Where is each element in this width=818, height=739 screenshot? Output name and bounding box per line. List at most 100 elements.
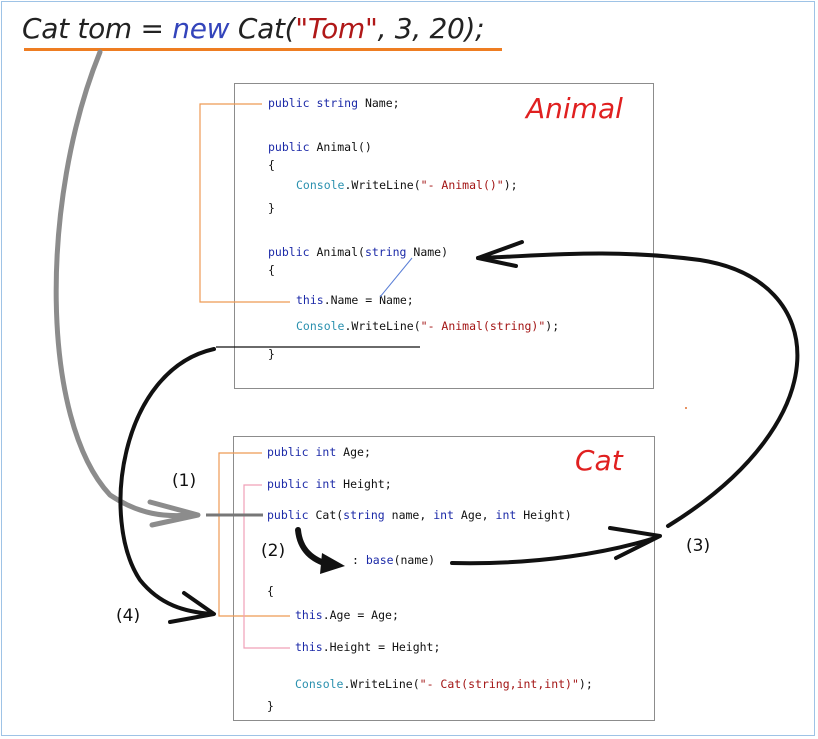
code-token: }	[268, 201, 275, 215]
up-to-animal-ctor-arrowhead	[476, 240, 524, 268]
animal-line: public Animal(string Name)	[268, 245, 448, 259]
code-token: Height)	[516, 508, 572, 522]
headline-var: tom =	[68, 12, 173, 45]
code-token: );	[578, 677, 593, 691]
cat-class-box	[233, 436, 655, 721]
code-token: }	[267, 699, 274, 713]
code-token: :	[352, 553, 366, 567]
animal-line: }	[268, 201, 275, 215]
code-token: .Name = Name;	[323, 293, 414, 307]
code-token: int	[433, 508, 454, 522]
code-token: Console	[296, 178, 345, 192]
code-token: "- Animal(string)"	[420, 319, 546, 333]
cat-line: this.Height = Height;	[295, 640, 440, 654]
code-token: );	[545, 319, 560, 333]
code-token: (name)	[393, 553, 436, 567]
code-token: public	[267, 477, 316, 491]
up-to-animal-ctor-arrow	[476, 251, 800, 528]
animal-line: this.Name = Name;	[296, 293, 414, 307]
headline-string-arg: "Tom"	[295, 12, 378, 45]
code-token: .Height = Height;	[322, 640, 441, 654]
code-token: public	[267, 445, 316, 459]
cat-line: public int Height;	[267, 477, 392, 491]
code-token: "- Cat(string,int,int)"	[419, 677, 579, 691]
code-token: "- Animal()"	[420, 178, 504, 192]
code-token: public	[268, 245, 317, 259]
cat-line: : base(name)	[352, 553, 435, 567]
code-token: this	[295, 608, 323, 622]
code-token: Animal(	[316, 245, 365, 259]
code-token: this	[296, 293, 324, 307]
code-token: public	[267, 508, 316, 522]
animal-class-box	[234, 83, 654, 389]
code-token: int	[315, 445, 337, 459]
step-label-2: (2)	[261, 541, 286, 561]
animal-line: {	[268, 263, 275, 277]
animal-line: {	[268, 158, 275, 172]
code-token: {	[267, 584, 274, 598]
headline-statement: Cat tom = new Cat("Tom", 3, 20);	[22, 12, 485, 48]
step-label-4: (4)	[116, 606, 141, 626]
code-token: public	[268, 96, 317, 110]
headline-new-keyword: new	[172, 12, 230, 45]
code-token: .WriteLine(	[344, 319, 421, 333]
code-token: .WriteLine(	[344, 178, 421, 192]
code-token: .Age = Age;	[322, 608, 399, 622]
step-label-1: (1)	[172, 471, 197, 491]
code-token: string	[316, 96, 359, 110]
code-token: .WriteLine(	[343, 677, 420, 691]
code-token: Name;	[358, 96, 400, 110]
animal-line: public string Name;	[268, 96, 400, 110]
step-label-3: (3)	[686, 536, 711, 556]
code-token: int	[495, 508, 517, 522]
animal-line: Console.WriteLine("- Animal()");	[296, 178, 518, 192]
animal-line: }	[268, 347, 275, 361]
code-token: string	[343, 508, 385, 522]
code-token: Age;	[336, 445, 371, 459]
code-token: {	[268, 158, 275, 172]
cat-line: {	[267, 584, 274, 598]
headline-rest: , 3, 20);	[377, 12, 485, 45]
gray-call-arrowhead	[147, 499, 201, 528]
animal-field-bracket	[199, 103, 290, 303]
code-token: Height;	[336, 477, 392, 491]
return-to-cat-arrowhead	[168, 591, 216, 624]
base-to-animal-arrowhead	[608, 526, 662, 560]
code-token: Age,	[453, 508, 496, 522]
cat-line: Console.WriteLine("- Cat(string,int,int)…	[295, 677, 593, 691]
animal-line: public Animal()	[268, 140, 372, 154]
cat-height-bracket	[243, 484, 290, 649]
headline-type: Cat	[22, 12, 69, 45]
code-token: Name)	[406, 245, 449, 259]
code-token: Console	[296, 319, 345, 333]
code-token: base	[365, 553, 394, 567]
code-token: public	[268, 140, 317, 154]
return-to-cat-arrow	[118, 347, 216, 616]
code-token: );	[503, 178, 518, 192]
headline-ctor: Cat(	[229, 12, 296, 45]
code-token: Animal()	[316, 140, 372, 154]
code-token: this	[295, 640, 323, 654]
cat-age-bracket	[218, 452, 290, 617]
code-token: int	[315, 477, 337, 491]
animal-class-title: Animal	[526, 92, 623, 125]
cat-line: public Cat(string name, int Age, int Hei…	[267, 508, 572, 522]
base-call-arrowhead	[320, 553, 345, 574]
base-to-animal-arrow	[450, 536, 657, 566]
stray-dot	[685, 407, 687, 409]
name-param-connector	[379, 257, 413, 298]
cat-line: this.Age = Age;	[295, 608, 399, 622]
animal-line: Console.WriteLine("- Animal(string)");	[296, 319, 559, 333]
code-token: string	[364, 245, 407, 259]
code-token: Console	[295, 677, 344, 691]
gray-call-arrow	[53, 49, 193, 519]
headline-underline	[24, 48, 502, 51]
cat-line: }	[267, 699, 274, 713]
code-token: Cat(	[315, 508, 344, 522]
code-token: }	[268, 347, 275, 361]
cat-class-title: Cat	[575, 444, 623, 477]
code-token: name,	[384, 508, 434, 522]
code-token: {	[268, 263, 275, 277]
